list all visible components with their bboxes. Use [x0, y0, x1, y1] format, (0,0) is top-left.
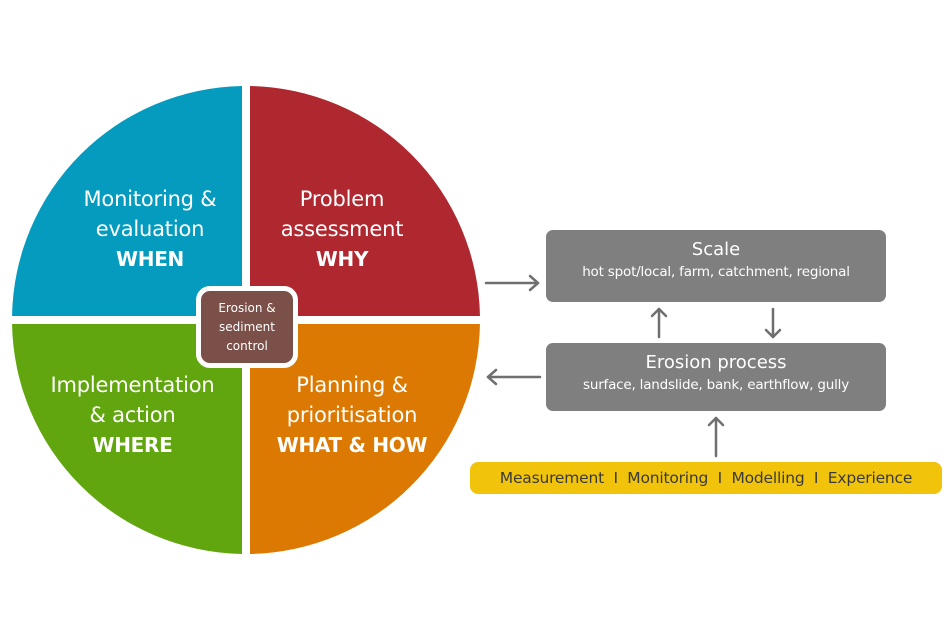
center-line2: sediment: [219, 319, 275, 334]
erosion-process-box[interactable]: Erosion process surface, landslide, bank…: [546, 343, 886, 411]
process-subtitle: surface, landslide, bank, earthflow, gul…: [583, 377, 849, 393]
arrow-down-icon: [764, 307, 782, 339]
problem-label: Problem assessment WHY: [252, 184, 432, 274]
planning-label: Planning & prioritisation WHAT & HOW: [262, 370, 442, 460]
center-erosion-sediment-control[interactable]: Erosion & sediment control: [196, 286, 298, 368]
center-line3: control: [226, 338, 268, 353]
methods-text: Measurement I Monitoring I Modelling I E…: [499, 469, 913, 487]
quadrant-planning[interactable]: [250, 324, 480, 554]
planning-line2: prioritisation: [286, 403, 418, 427]
planning-line1: Planning &: [296, 373, 408, 397]
cycle-wheel: [12, 86, 480, 554]
scale-subtitle: hot spot/local, farm, catchment, regiona…: [582, 264, 850, 280]
quadrant-problem[interactable]: [250, 86, 480, 317]
monitoring-line2: evaluation: [95, 217, 205, 241]
methods-bar[interactable]: Measurement I Monitoring I Modelling I E…: [470, 462, 942, 494]
implementation-label: Implementation & action WHERE: [30, 370, 235, 460]
quadrant-monitoring[interactable]: [12, 86, 242, 317]
problem-keyword: WHY: [315, 247, 369, 271]
problem-line1: Problem: [299, 187, 385, 211]
scale-box[interactable]: Scale hot spot/local, farm, catchment, r…: [546, 230, 886, 302]
process-title: Erosion process: [645, 352, 787, 373]
quadrant-implementation[interactable]: [12, 324, 242, 554]
problem-line2: assessment: [280, 217, 404, 241]
implementation-line2: & action: [89, 403, 176, 427]
planning-keyword: WHAT & HOW: [276, 433, 428, 457]
monitoring-keyword: WHEN: [116, 247, 184, 271]
center-line1: Erosion &: [218, 300, 276, 315]
arrow-up-from-methods-icon: [707, 416, 725, 458]
arrow-up-icon: [650, 307, 668, 339]
monitoring-label: Monitoring & evaluation WHEN: [55, 184, 245, 274]
implementation-keyword: WHERE: [92, 433, 173, 457]
monitoring-line1: Monitoring &: [83, 187, 217, 211]
scale-title: Scale: [691, 239, 741, 260]
implementation-line1: Implementation: [50, 373, 215, 397]
